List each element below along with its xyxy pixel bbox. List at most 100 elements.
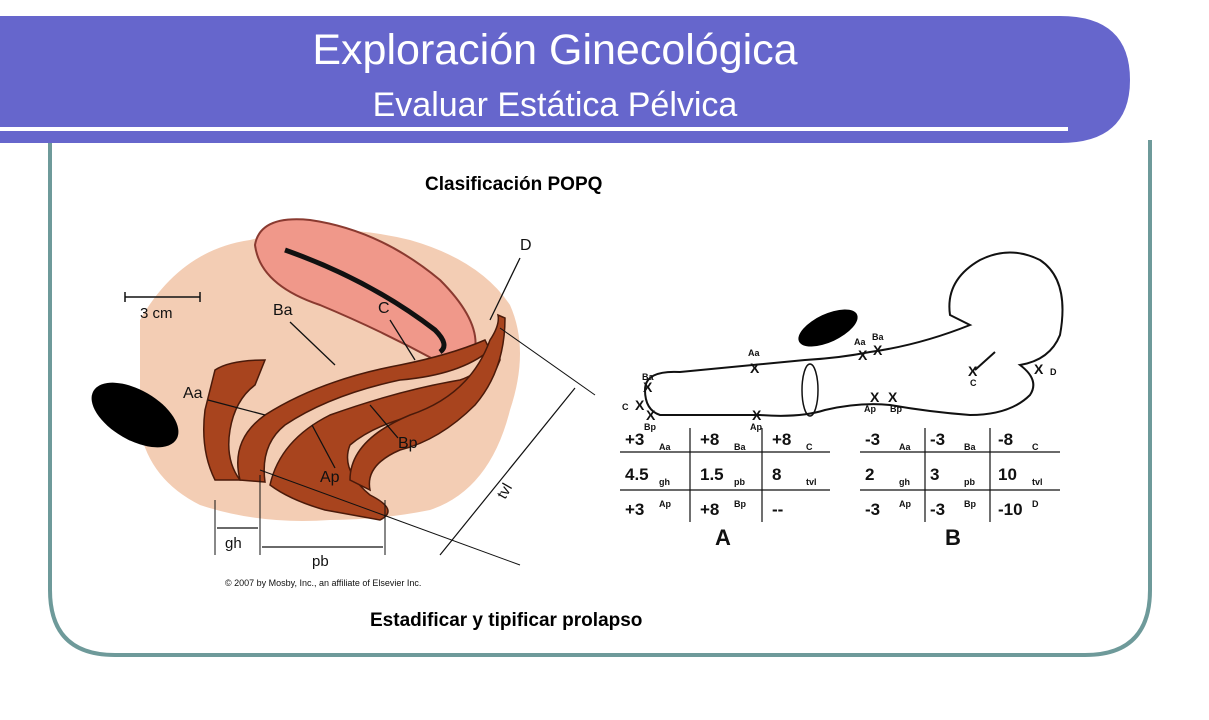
table_B-value-r1c2: 10	[998, 465, 1017, 484]
table_A-sub-r0c1: Ba	[734, 442, 746, 452]
pubic-bone	[91, 382, 179, 448]
table-a-grid	[620, 428, 830, 522]
table_B-value-r0c0: -3	[865, 430, 880, 449]
prolapse-caption: Estadificar y tipificar prolapso	[370, 610, 643, 631]
table_A-sub-r2c1: Bp	[734, 499, 746, 509]
table_A-sub-r2c0: Ap	[659, 499, 671, 509]
table_B-sub-r1c0: gh	[899, 477, 910, 487]
table_B-value-r0c2: -8	[998, 430, 1013, 449]
label-Aa: Aa	[183, 385, 203, 402]
arrow-Bp	[369, 404, 399, 439]
table_B-sub-r0c2: C	[1032, 442, 1039, 452]
label-D: D	[520, 237, 532, 254]
table_B-sub-r0c0: Aa	[899, 442, 911, 452]
lbl-ba-left: Ba	[642, 372, 654, 382]
lbl-c-left: C	[622, 402, 629, 412]
lbl-c-right: C	[970, 378, 977, 388]
lbl-aa-right: Aa	[854, 337, 866, 347]
table_A-sub-r1c0: gh	[659, 477, 670, 487]
table_B-sub-r1c2: tvl	[1032, 477, 1043, 487]
introitus-ring	[801, 363, 819, 417]
table_B-sub-r2c1: Bp	[964, 499, 976, 509]
table_A-value-r1c1: 1.5	[700, 465, 724, 484]
table_B-value-r0c1: -3	[930, 430, 945, 449]
tvl-arrow	[439, 387, 576, 556]
table_A-sub-r0c0: Aa	[659, 442, 671, 452]
table-a-label: A	[715, 525, 731, 550]
label-Bp: Bp	[398, 435, 418, 452]
table_A-value-r0c0: +3	[625, 430, 644, 449]
table_A-value-r2c1: +8	[700, 500, 719, 519]
table_A-value-r0c2: +8	[772, 430, 791, 449]
pubic-symphysis	[798, 309, 858, 347]
table_A-sub-r1c2: tvl	[806, 477, 817, 487]
table_B-value-r2c0: -3	[865, 500, 880, 519]
vaginal-walls	[203, 359, 267, 481]
lbl-ba-top: Ba	[872, 332, 884, 342]
marker-bp-left: X	[646, 407, 656, 423]
scale-label: 3 cm	[140, 305, 173, 322]
marker-ap-bottom: X	[752, 407, 762, 423]
table_A-value-r2c0: +3	[625, 500, 644, 519]
marker-d: X	[1034, 361, 1044, 377]
table_A-value-r0c1: +8	[700, 430, 719, 449]
rectal-wall	[349, 313, 506, 492]
arrow-Aa	[207, 399, 266, 416]
label-C: C	[378, 300, 390, 317]
arrow-Ap	[311, 424, 336, 469]
lbl-aa-top: Aa	[748, 348, 760, 358]
scale-bar	[124, 292, 201, 302]
table_B-sub-r2c2: D	[1032, 499, 1039, 509]
content-border	[48, 140, 1152, 657]
table_A-value-r1c0: 4.5	[625, 465, 649, 484]
label-Ba: Ba	[273, 302, 293, 319]
lbl-d-right: D	[1050, 367, 1057, 377]
popq-schematic: X X X X X X X X X X X Aa Aa Ba Ba C Bp A…	[620, 251, 1064, 550]
slide-subtitle: Evaluar Estática Pélvica	[372, 86, 738, 124]
title-band	[0, 16, 1130, 143]
slide-title: Exploración Ginecológica	[312, 26, 798, 74]
label-gh: gh	[225, 535, 242, 552]
marker-bp: X	[888, 389, 898, 405]
cervix-mark	[974, 351, 996, 371]
arrow-D	[489, 257, 521, 321]
table_A-value-r2c2: --	[772, 500, 783, 519]
marker-aa: X	[750, 360, 760, 376]
table_A-sub-r0c2: C	[806, 442, 813, 452]
table_B-value-r2c1: -3	[930, 500, 945, 519]
table_B-value-r1c1: 3	[930, 465, 939, 484]
table_B-value-r1c0: 2	[865, 465, 874, 484]
table_B-sub-r2c0: Ap	[899, 499, 911, 509]
table_A-value-r1c2: 8	[772, 465, 781, 484]
copyright-text: © 2007 by Mosby, Inc., an affiliate of E…	[225, 578, 421, 588]
table_B-sub-r1c1: pb	[964, 477, 975, 487]
marker-aa-2: X	[858, 347, 868, 363]
label-pb: pb	[312, 553, 329, 570]
pelvic-anatomy-diagram: 3 cm D C Ba Aa Bp Ap gh pb tvl © 2007 by…	[91, 218, 596, 588]
table-b-label: B	[945, 525, 961, 550]
lbl-ap-bottom: Ap	[750, 422, 762, 432]
label-Ap: Ap	[320, 469, 340, 486]
marker-c-right: X	[968, 363, 978, 379]
lbl-bp-mid: Bp	[890, 404, 902, 414]
marker-c-left: X	[635, 397, 645, 413]
lbl-bp-left: Bp	[644, 422, 656, 432]
arrow-Ba	[289, 321, 336, 366]
tvl-guide-top	[499, 327, 596, 396]
tvl-guide	[259, 469, 521, 566]
label-tvl: tvl	[494, 481, 516, 502]
uterine-cavity	[284, 247, 447, 355]
table_A-sub-r1c1: pb	[734, 477, 745, 487]
arrow-C	[389, 319, 416, 361]
marker-ap: X	[870, 389, 880, 405]
marker-ba-left: X	[643, 379, 653, 395]
table_B-value-r2c2: -10	[998, 500, 1023, 519]
marker-ba: X	[873, 342, 883, 358]
lbl-ap-mid: Ap	[864, 404, 876, 414]
table-b-grid	[860, 428, 1060, 522]
popq-caption: Clasificación POPQ	[425, 174, 603, 195]
vaginal-outline	[643, 251, 1064, 417]
